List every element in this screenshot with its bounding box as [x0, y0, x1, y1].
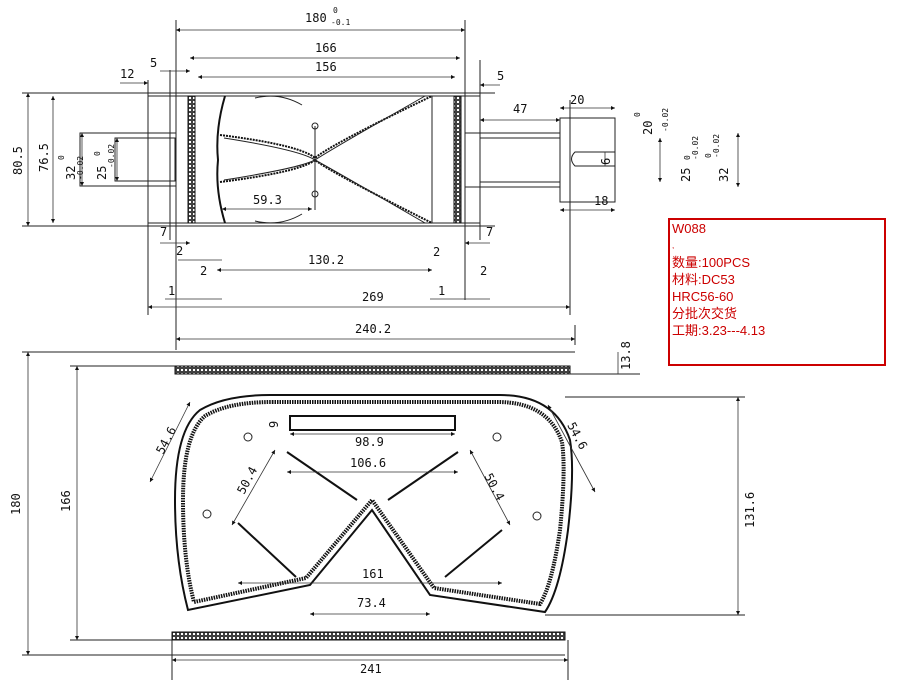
dim-2-d: 2 [480, 264, 487, 278]
dim-241: 241 [360, 662, 382, 676]
tol-20-upper: 0 [633, 112, 642, 117]
tol-25-right: -0.02 [691, 136, 700, 160]
dim-240-2: 240.2 [355, 322, 391, 336]
dim-13-8: 13.8 [619, 341, 633, 370]
dim-1-right: 1 [438, 284, 445, 298]
dim-9: 9 [267, 421, 281, 428]
dim-32-left: 32 [64, 166, 78, 180]
dim-59-3: 59.3 [253, 193, 282, 207]
dim-180: 180 [305, 11, 327, 25]
bottom-view: 13.8 180 166 131.6 241 54.6 54.6 9 98.9 … [9, 341, 757, 680]
dim-50-4-right: 50.4 [481, 471, 507, 503]
top-view: 180 0 -0.1 166 156 5 12 5 47 20 20 -0.02… [11, 6, 740, 350]
dim-269: 269 [362, 290, 384, 304]
dim-1-left: 1 [168, 284, 175, 298]
material: 材料:DC53 [672, 272, 735, 287]
dim-5-right: 5 [497, 69, 504, 83]
dim-130-2: 130.2 [308, 253, 344, 267]
dim-25-left: 25 [95, 166, 109, 180]
dim-156: 156 [315, 60, 337, 74]
tol-25-left-upper: 0 [93, 151, 102, 156]
quantity: 数量:100PCS [672, 255, 751, 270]
dim-12: 12 [120, 67, 134, 81]
tol-lower: -0.1 [331, 18, 350, 27]
dim-76-5: 76.5 [37, 143, 51, 172]
dim-2-c: 2 [433, 245, 440, 259]
tol-20: -0.02 [661, 108, 670, 132]
dim-2-a: 2 [176, 244, 183, 258]
dim-2-b: 2 [200, 264, 207, 278]
dim-50-4-left: 50.4 [234, 464, 260, 496]
dim-131-6: 131.6 [743, 492, 757, 528]
dim-161: 161 [362, 567, 384, 581]
tol-32-right-upper: 0 [704, 153, 713, 158]
tol-25-right-upper: 0 [683, 155, 692, 160]
dim-7-left: 7 [160, 225, 167, 239]
tol-upper: 0 [333, 6, 338, 15]
hardness: HRC56-60 [672, 289, 734, 304]
delivery: 分批次交货 [672, 306, 738, 321]
dim-20-v: 20 [641, 121, 655, 135]
schedule: 工期:3.23---4.13 [672, 323, 766, 338]
dim-98-9: 98.9 [355, 435, 384, 449]
dim-18: 18 [594, 194, 608, 208]
tol-25-left: -0.02 [107, 144, 116, 168]
dim-166-bottom: 166 [59, 490, 73, 512]
dim-106-6: 106.6 [350, 456, 386, 470]
dim-20-h: 20 [570, 93, 584, 107]
dim-32-right: 32 [717, 168, 731, 182]
dim-166: 166 [315, 41, 337, 55]
dim-54-6-left: 54.6 [153, 424, 179, 456]
dim-7-right: 7 [486, 225, 493, 239]
part-number: W088 [672, 221, 706, 236]
dim-6: 6 [599, 158, 613, 165]
dim-180-bottom: 180 [9, 493, 23, 515]
dim-80-5: 80.5 [11, 146, 25, 175]
tol-32-left-upper: 0 [57, 155, 66, 160]
dim-47: 47 [513, 102, 527, 116]
dim-5-left: 5 [150, 56, 157, 70]
dim-73-4: 73.4 [357, 596, 386, 610]
tol-32-left: -0.02 [76, 156, 85, 180]
tol-32-right: -0.02 [712, 134, 721, 158]
dim-25-right: 25 [679, 168, 693, 182]
order-note-box: W088 , 数量:100PCS 材料:DC53 HRC56-60 分批次交货 … [668, 218, 886, 366]
note-blank: , [672, 241, 675, 250]
